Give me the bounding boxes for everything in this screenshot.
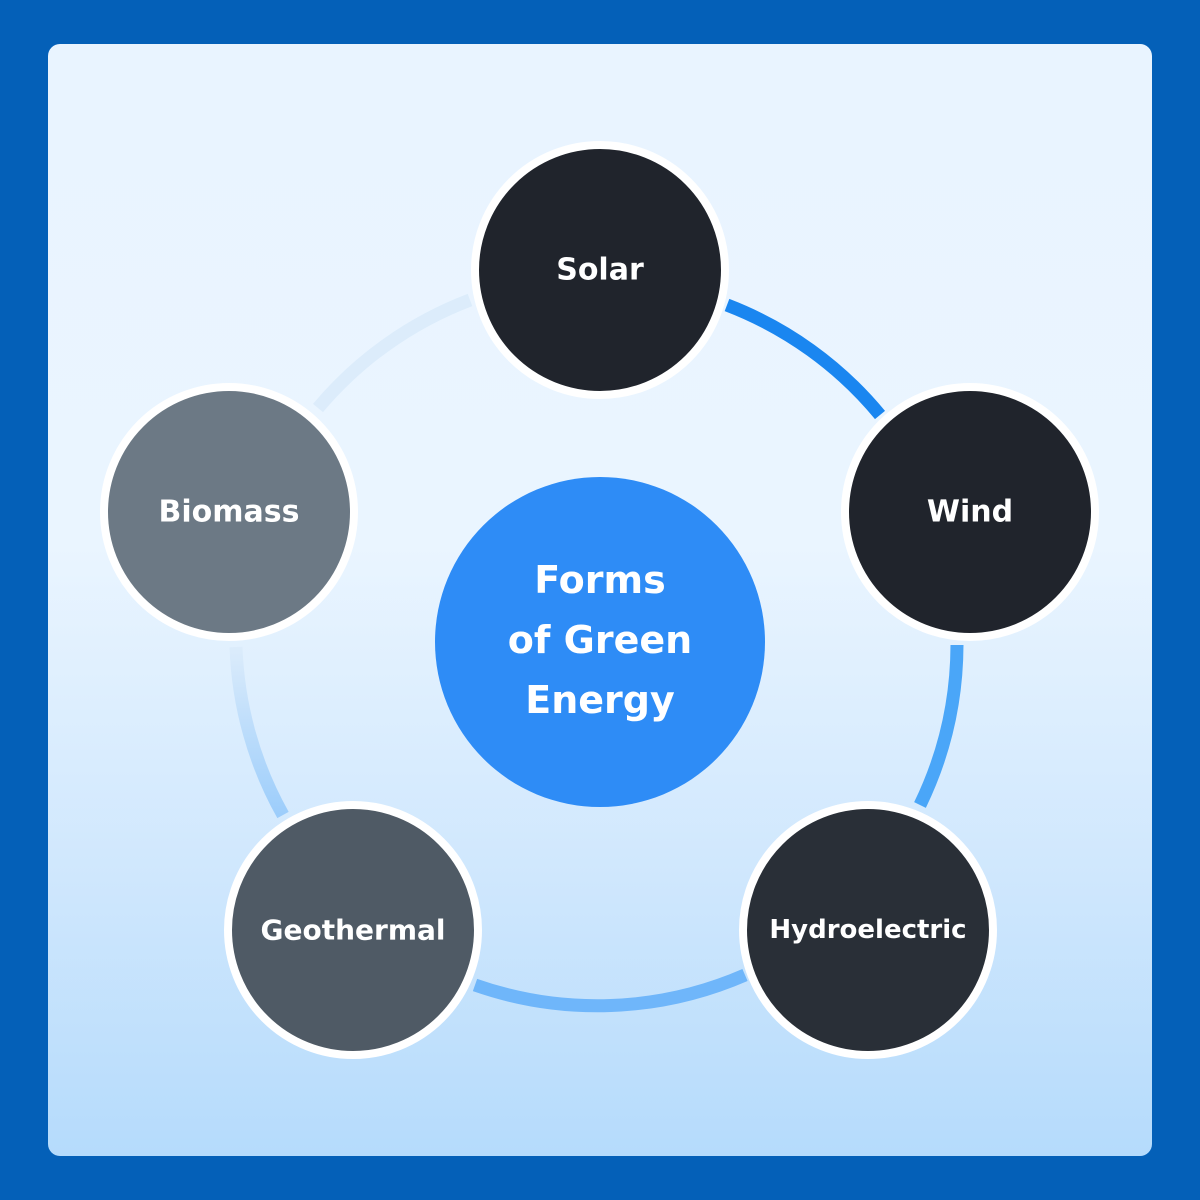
center-hub: Forms of Green Energy [435, 477, 765, 807]
node-wind-label: Wind [927, 495, 1013, 530]
node-geothermal-label: Geothermal [261, 914, 446, 947]
cycle-ring [229, 293, 964, 1013]
node-solar-circle [471, 141, 729, 399]
node-biomass-circle [100, 383, 358, 641]
node-biomass: Biomass [100, 383, 358, 641]
node-geothermal: Geothermal [224, 801, 482, 1059]
center-circle [435, 477, 765, 807]
center-title-line-1: Forms [534, 558, 665, 602]
ring-arc-wind-hydroelectric [914, 644, 964, 808]
ring-arc-geothermal-biomass [229, 646, 289, 819]
center-title-line-2: of Green [508, 618, 692, 662]
node-wind: Wind [841, 383, 1099, 641]
node-wind-circle [841, 383, 1099, 641]
node-biomass-label: Biomass [159, 495, 300, 530]
node-hydroelectric-circle [739, 801, 997, 1059]
node-geothermal-circle [224, 801, 482, 1059]
node-solar-label: Solar [556, 253, 644, 288]
center-title-line-3: Energy [525, 678, 675, 722]
ring-arc-hydroelectric-geothermal [472, 969, 748, 1013]
node-hydroelectric: Hydroelectric [739, 801, 997, 1059]
ring-arc-solar-wind [724, 298, 886, 420]
ring-arc-biomass-solar [313, 293, 473, 413]
node-hydroelectric-label: Hydroelectric [769, 915, 966, 945]
node-solar: Solar [471, 141, 729, 399]
